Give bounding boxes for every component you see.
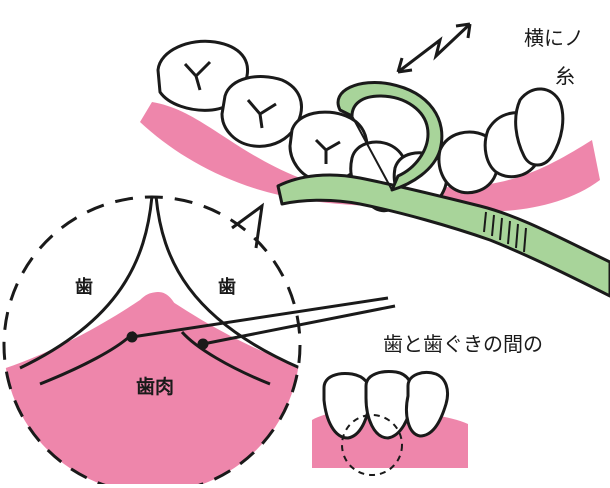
caption-floss-line1: 横にノ: [524, 22, 584, 51]
caption-gap: 歯と歯ぐきの間の: [383, 328, 543, 357]
label-tooth-left: 歯: [75, 276, 93, 298]
canine: [516, 89, 563, 165]
label-tooth-right: 歯: [218, 276, 236, 298]
small-front-teeth: [312, 372, 468, 475]
zigzag-arrow-icon: [398, 24, 470, 72]
label-gum: 歯肉: [136, 375, 174, 398]
magnified-view: [0, 190, 310, 484]
caption-floss-line2: 糸: [555, 60, 575, 89]
